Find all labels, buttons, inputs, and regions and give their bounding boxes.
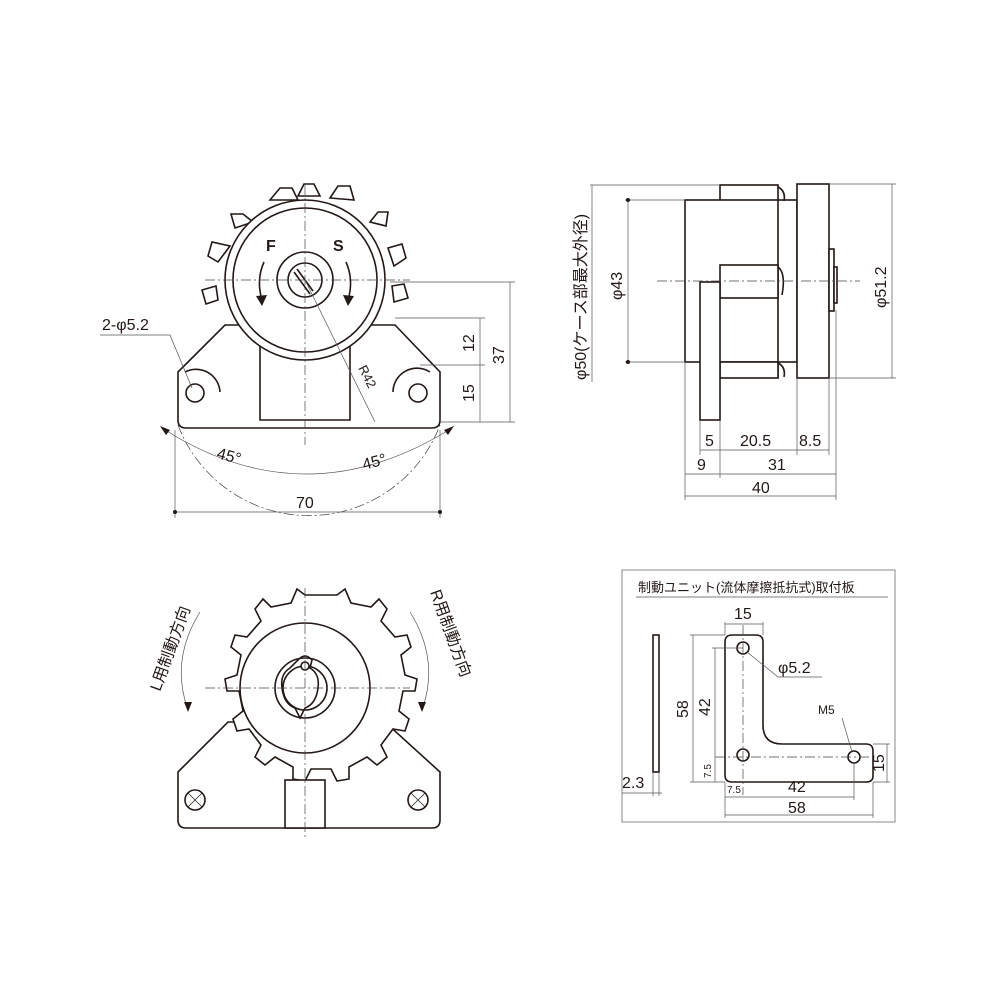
dim-5-label: 5 (705, 433, 714, 450)
dia-43-label: φ43 (609, 272, 626, 300)
plate-side-view (652, 634, 660, 773)
dim-31-label: 31 (768, 457, 786, 474)
rear-view: L用制動方向 R用制動方向 (147, 587, 474, 840)
l-bracket (724, 634, 874, 783)
dim-37-label: 37 (491, 346, 508, 364)
dia-51-2-label: φ51.2 (873, 266, 890, 308)
dim-42-h-label: 42 (788, 779, 806, 796)
front-hole-left (185, 383, 205, 403)
l-direction-arrow-icon (180, 611, 201, 711)
r-direction-label: R用制動方向 (426, 587, 474, 679)
side-view: φ50(ケース部最大外径) φ43 φ51.2 5 20.5 8.5 9 31 … (572, 183, 896, 500)
dim-40-label: 40 (752, 480, 770, 497)
hole-dia-label: φ5.2 (778, 660, 811, 677)
l-direction-label: L用制動方向 (147, 604, 194, 694)
front-hole-right (408, 383, 428, 403)
dim-42-v-label: 42 (697, 698, 714, 716)
rear-shaft-key (280, 655, 320, 720)
label-s: S (333, 238, 344, 255)
mounting-plate-panel: 制動ユニット(流体摩擦抵抗式)取付板 15 φ5.2 M5 58 42 7.5 … (621, 569, 896, 823)
plate-title: 制動ユニット(流体摩擦抵抗式)取付板 (638, 580, 855, 595)
front-view: F S R42 2-φ5.2 45° 45° 70 (100, 183, 515, 518)
angle-left-label: 45° (215, 445, 243, 468)
case-diameter-label: φ50(ケース部最大外径) (572, 214, 590, 380)
dim-7-5-v-label: 7.5 (703, 764, 714, 778)
label-f: F (266, 238, 276, 255)
dim-15-label: 15 (461, 384, 478, 402)
dim-58-h-label: 58 (788, 800, 806, 817)
dim-9-label: 9 (697, 457, 706, 474)
r-direction-arrow-icon (409, 611, 430, 711)
width-70-label: 70 (296, 495, 314, 512)
dim-20-5-label: 20.5 (740, 433, 771, 450)
dim-15-right-label: 15 (871, 754, 888, 772)
front-gear-teeth (201, 183, 409, 306)
thickness-label: 2.3 (622, 775, 644, 792)
dim-15-top-label: 15 (734, 606, 752, 623)
dim-7-5-h-label: 7.5 (727, 785, 741, 796)
hole-label: 2-φ5.2 (102, 317, 149, 334)
dim-58-v-label: 58 (675, 700, 692, 718)
side-bracket (699, 281, 721, 421)
dim-12-label: 12 (461, 334, 478, 352)
thread-label: M5 (818, 703, 835, 717)
plate-frame (621, 569, 896, 823)
angle-right-label: 45° (361, 451, 389, 474)
dim-8-5-label: 8.5 (799, 433, 821, 450)
